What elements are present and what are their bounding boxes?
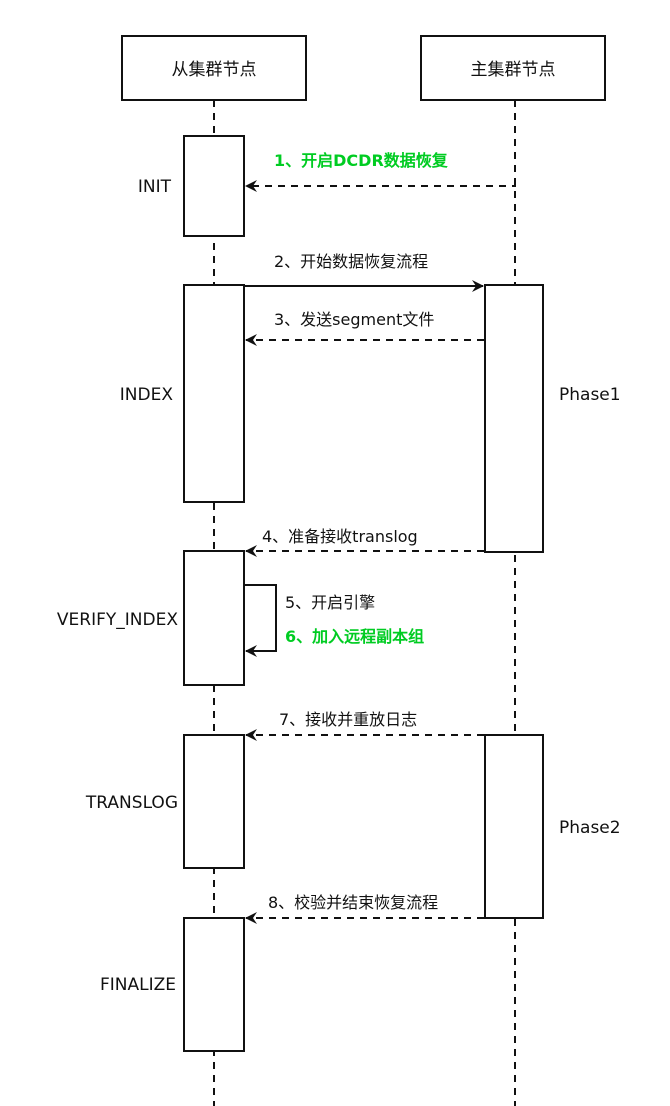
message-6-label: 6、加入远程副本组 xyxy=(285,627,424,646)
message-3-label: 3、发送segment文件 xyxy=(274,310,434,329)
activation-finalize xyxy=(183,917,245,1052)
message-self-loop: 5、开启引擎 6、加入远程副本组 xyxy=(244,584,424,657)
state-label-translog: TRANSLOG xyxy=(85,793,178,813)
state-label-init: INIT xyxy=(138,177,172,197)
message-1-label: 1、开启DCDR数据恢复 xyxy=(274,151,449,170)
message-4-label: 4、准备接收translog xyxy=(262,527,418,546)
phase-label-2: Phase2 xyxy=(559,818,621,838)
activation-verify-index xyxy=(183,550,245,686)
message-7: 7、接收并重放日志 xyxy=(245,710,484,741)
activation-index xyxy=(183,284,245,503)
phase-label-1: Phase1 xyxy=(559,385,621,405)
message-3: 3、发送segment文件 xyxy=(245,310,484,346)
message-8-label: 8、校验并结束恢复流程 xyxy=(268,893,438,912)
participant-slave: 从集群节点 xyxy=(121,35,307,101)
activation-phase1 xyxy=(484,284,544,553)
state-label-index: INDEX xyxy=(120,385,174,405)
message-8: 8、校验并结束恢复流程 xyxy=(245,893,484,924)
activation-phase2 xyxy=(484,734,544,919)
activation-translog xyxy=(183,734,245,869)
message-4: 4、准备接收translog xyxy=(245,527,484,557)
message-7-label: 7、接收并重放日志 xyxy=(279,710,417,729)
activation-init xyxy=(183,135,245,237)
state-label-finalize: FINALIZE xyxy=(100,975,176,995)
message-5-label: 5、开启引擎 xyxy=(285,593,375,612)
participant-slave-label: 从集群节点 xyxy=(172,60,257,80)
state-label-verify-index: VERIFY_INDEX xyxy=(57,610,178,630)
participant-master: 主集群节点 xyxy=(420,35,606,101)
message-2-label: 2、开始数据恢复流程 xyxy=(274,252,428,271)
participant-master-label: 主集群节点 xyxy=(471,60,556,80)
message-1: 1、开启DCDR数据恢复 xyxy=(245,151,516,192)
message-2: 2、开始数据恢复流程 xyxy=(244,252,484,292)
